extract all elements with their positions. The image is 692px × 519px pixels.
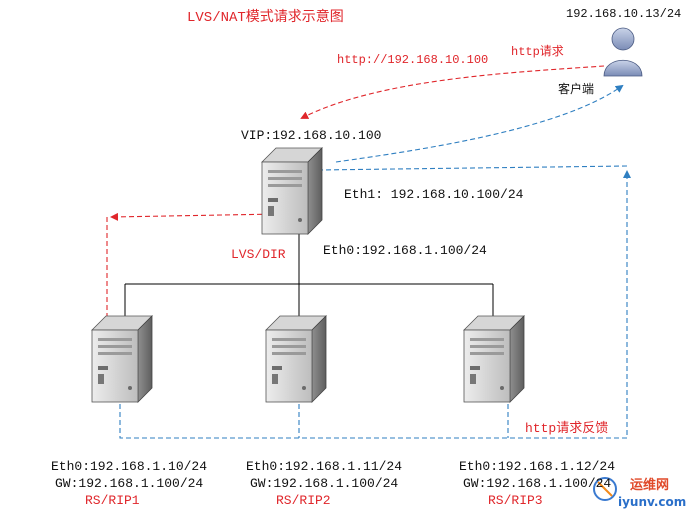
http-response-label: http请求反馈 bbox=[525, 421, 609, 436]
rs1-gateway: GW:192.168.1.100/24 bbox=[55, 476, 204, 491]
watermark-text: 运维网 iyunv.com bbox=[618, 478, 688, 510]
rs3-name: RS/RIP3 bbox=[488, 493, 543, 508]
watermark-logo bbox=[593, 477, 617, 501]
director-server-icon bbox=[261, 147, 323, 235]
watermark-domain: iyunv.com bbox=[618, 495, 687, 509]
watermark-brand: 运维网 bbox=[630, 478, 670, 493]
rs2-gateway: GW:192.168.1.100/24 bbox=[250, 476, 399, 491]
director-vip: VIP:192.168.10.100 bbox=[241, 128, 382, 143]
rs1-name: RS/RIP1 bbox=[85, 493, 140, 508]
director-eth0: Eth0:192.168.1.100/24 bbox=[323, 243, 487, 258]
rs2-name: RS/RIP2 bbox=[276, 493, 331, 508]
rs3-eth0: Eth0:192.168.1.12/24 bbox=[459, 459, 616, 474]
client-label: 客户端 bbox=[558, 82, 595, 96]
http-request-label: http请求 bbox=[511, 45, 564, 59]
director-role-label: LVS/DIR bbox=[231, 247, 286, 262]
client-user-icon bbox=[603, 27, 643, 77]
rs-to-response-path bbox=[119, 170, 631, 439]
rs2-server-icon bbox=[265, 315, 327, 403]
rs1-server-icon bbox=[91, 315, 153, 403]
rs3-server-icon bbox=[463, 315, 525, 403]
rs3-gateway: GW:192.168.1.100/24 bbox=[463, 476, 612, 491]
response-flow bbox=[119, 84, 631, 439]
request-url-label: http://192.168.10.100 bbox=[337, 53, 489, 67]
rs1-eth0: Eth0:192.168.1.10/24 bbox=[51, 459, 208, 474]
page-title: LVS/NAT模式请求示意图 bbox=[187, 10, 344, 26]
response-to-director-line bbox=[317, 165, 628, 171]
director-to-rs1-horizontal-arrow bbox=[110, 212, 279, 221]
request-flow bbox=[103, 65, 605, 330]
client-to-director-arrow bbox=[300, 65, 605, 119]
rs2-eth0: Eth0:192.168.1.11/24 bbox=[246, 459, 403, 474]
director-to-client-arrow bbox=[335, 84, 624, 163]
director-eth1: Eth1: 192.168.10.100/24 bbox=[344, 187, 524, 202]
network-wiring bbox=[124, 234, 494, 316]
client-ip: 192.168.10.13/24 bbox=[566, 7, 682, 21]
